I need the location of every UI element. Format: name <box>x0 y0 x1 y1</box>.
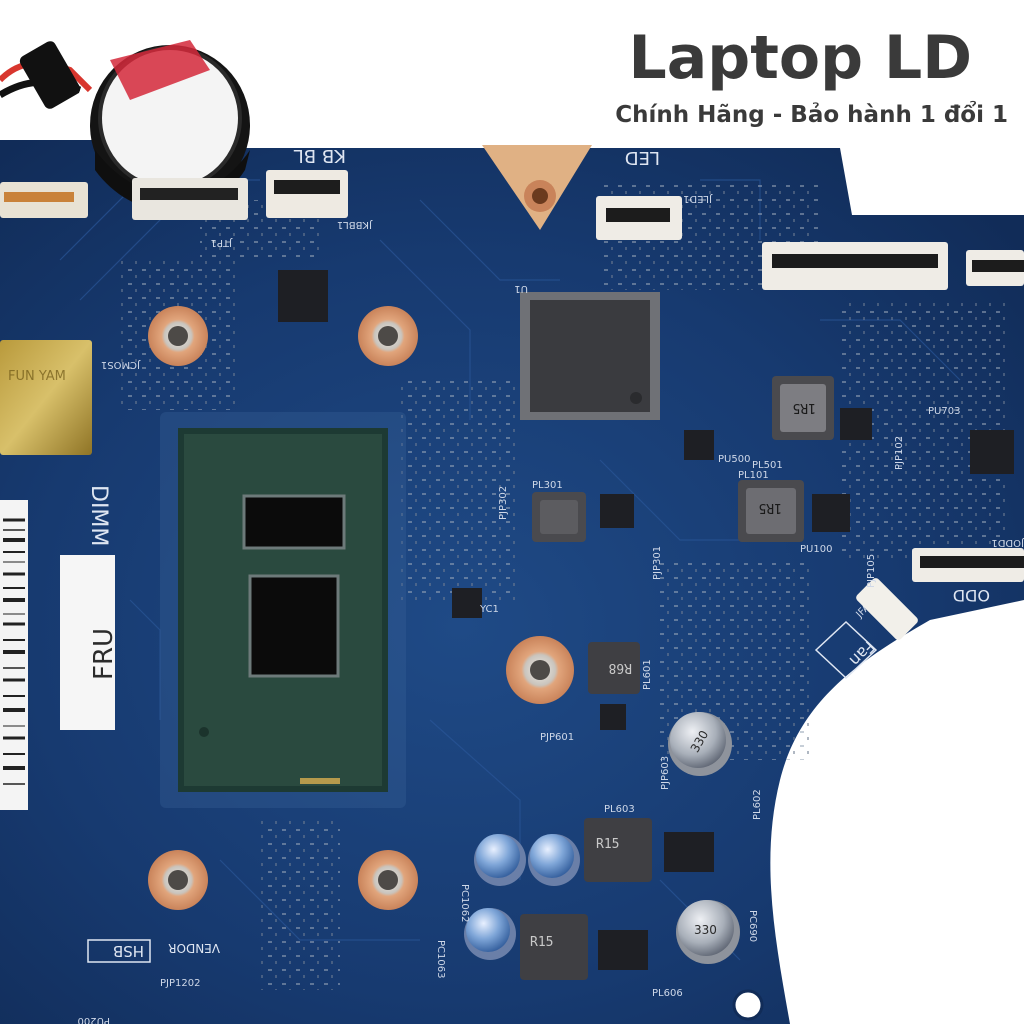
brand-title: Laptop LD <box>628 23 972 93</box>
svg-text:PC1063: PC1063 <box>435 940 446 978</box>
svg-text:PU100: PU100 <box>800 544 832 555</box>
brand-watermark: Laptop LD Chính Hãng - Bảo hành 1 đổi 1 <box>615 22 1008 128</box>
svg-text:HSB: HSB <box>113 942 144 960</box>
cpu-package <box>160 412 406 808</box>
svg-text:1R5: 1R5 <box>759 500 782 515</box>
warranty-seal <box>0 340 92 455</box>
brand-subtitle: Chính Hãng - Bảo hành 1 đổi 1 <box>615 102 1008 128</box>
svg-text:PC1062: PC1062 <box>459 884 470 922</box>
svg-text:R15: R15 <box>530 935 553 950</box>
svg-text:330: 330 <box>694 923 717 937</box>
svg-text:PJP1202: PJP1202 <box>160 978 200 989</box>
svg-text:PU703: PU703 <box>928 406 960 417</box>
svg-text:PL601: PL601 <box>642 659 653 690</box>
svg-text:PJP603: PJP603 <box>660 756 671 790</box>
dimm-label: DIMM <box>86 485 111 546</box>
led-label: LED <box>625 147 660 168</box>
fan-connector <box>856 578 918 640</box>
reference-designators: YC1 PJP1202 PU200 PU100 PL101 PL501 PL30… <box>78 406 961 1024</box>
svg-text:PL602: PL602 <box>752 789 763 820</box>
barcode-sticker <box>0 500 28 810</box>
copper-mount-top <box>482 145 592 230</box>
kb-bl-label: KB BL <box>294 145 346 166</box>
top-connectors <box>0 170 1024 582</box>
small-ics <box>278 270 1014 970</box>
svg-text:1R5: 1R5 <box>793 400 816 415</box>
jtp-label: JTP1 <box>211 237 233 248</box>
electrolytic-capacitors: 330 330 <box>464 712 740 964</box>
fru-sticker <box>60 555 115 730</box>
svg-text:PL301: PL301 <box>532 480 563 491</box>
jkbbl-label: JKBBL1 <box>337 219 373 230</box>
svg-text:PL606: PL606 <box>652 988 683 999</box>
mounting-holes <box>148 306 764 1021</box>
jcmos-label: JCMOS1 <box>101 359 141 370</box>
svg-text:R15: R15 <box>596 837 619 852</box>
svg-text:PJP601: PJP601 <box>540 732 574 743</box>
seal-text: FUN YAM <box>8 369 66 384</box>
vendor-marking: HSB VENDOR <box>87 939 220 963</box>
svg-text:R68: R68 <box>609 660 632 675</box>
cmos-battery <box>0 40 250 212</box>
svg-text:PU500: PU500 <box>718 454 750 465</box>
svg-text:PJP301: PJP301 <box>652 546 663 580</box>
jled-label: JLED1 <box>683 193 713 204</box>
svg-text:PL501: PL501 <box>752 460 783 471</box>
svg-text:PJP302: PJP302 <box>498 486 509 520</box>
svg-text:YC1: YC1 <box>479 604 499 615</box>
svg-text:PJP105: PJP105 <box>866 554 877 588</box>
jodd-label: JODD1 <box>991 537 1024 548</box>
fru-label: FRU <box>89 628 119 680</box>
svg-text:PU200: PU200 <box>78 1015 110 1024</box>
power-inductors: 1R5 1R5 R68 R15 R15 <box>520 376 834 980</box>
svg-text:PL603: PL603 <box>604 804 635 815</box>
svg-text:PJP102: PJP102 <box>894 436 905 470</box>
u1-label: U1 <box>514 283 528 294</box>
svg-text:PC690: PC690 <box>747 910 758 942</box>
svg-text:PL101: PL101 <box>738 470 769 481</box>
pch-chip <box>520 292 660 420</box>
svg-text:VENDOR: VENDOR <box>168 941 220 955</box>
odd-label: ODD <box>953 586 990 605</box>
